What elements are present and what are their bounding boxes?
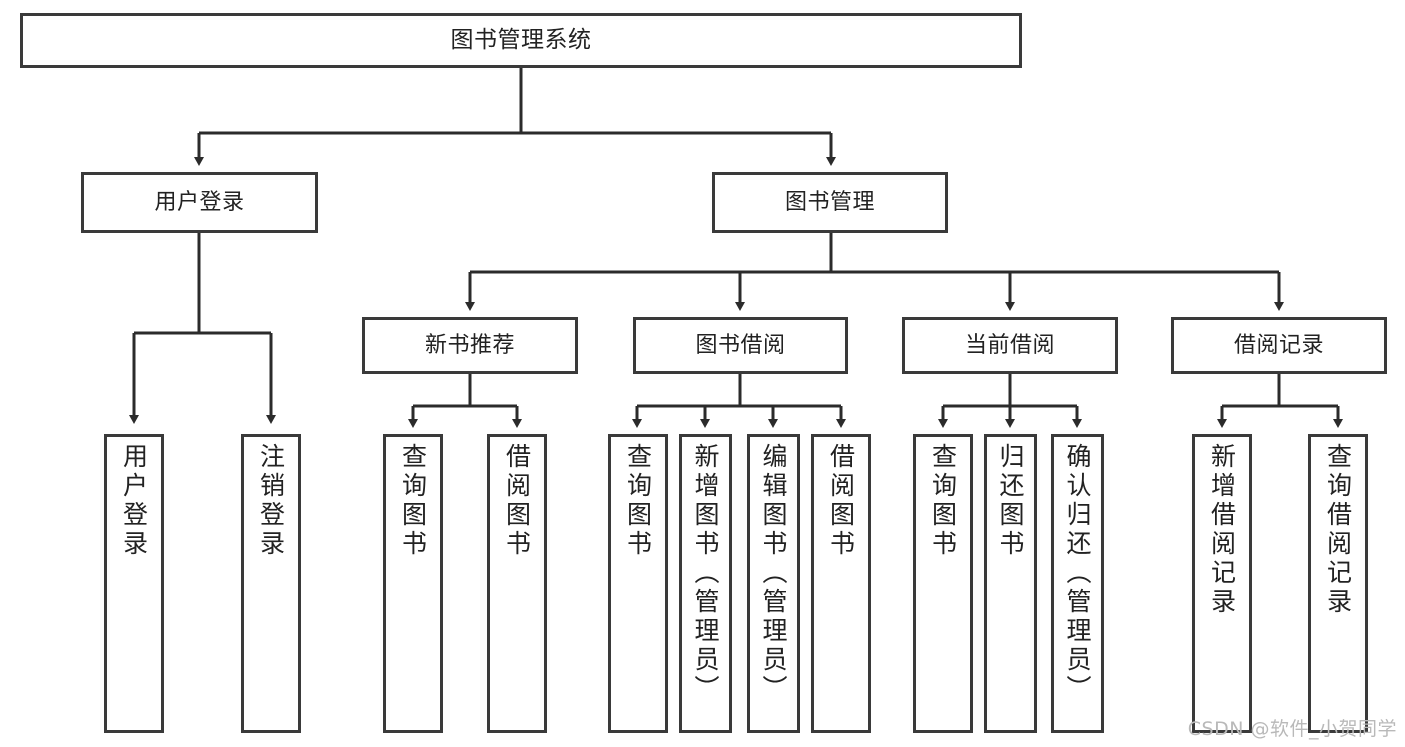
leaf-current-query-books[interactable]: 查询图书 bbox=[913, 434, 973, 733]
leaf-new-book-query-books[interactable]: 查询图书 bbox=[383, 434, 443, 733]
leaf-record-query-borrow-record[interactable]: 查询借阅记录 bbox=[1308, 434, 1368, 733]
node-label: 编辑图书（管理员） bbox=[759, 443, 788, 704]
node-label: 查询图书 bbox=[398, 443, 428, 559]
node-label: 查询图书 bbox=[623, 443, 653, 559]
node-label: 新增图书（管理员） bbox=[691, 443, 720, 704]
node-label: 查询借阅记录 bbox=[1323, 443, 1353, 617]
leaf-borrow-add-book-admin[interactable]: 新增图书（管理员） bbox=[679, 434, 732, 733]
node-label: 用户登录 bbox=[154, 189, 245, 215]
node-label: 新书推荐 bbox=[424, 332, 515, 358]
leaf-user-login-logout[interactable]: 注销登录 bbox=[241, 434, 301, 733]
leaf-borrow-query-books[interactable]: 查询图书 bbox=[608, 434, 668, 733]
watermark-csdn: CSDN @软件_小贺同学 bbox=[1187, 718, 1397, 740]
node-label: 图书管理系统 bbox=[450, 27, 592, 54]
leaf-new-book-borrow-books[interactable]: 借阅图书 bbox=[487, 434, 547, 733]
node-borrow-record[interactable]: 借阅记录 bbox=[1171, 317, 1387, 374]
node-label: 图书管理 bbox=[784, 189, 875, 215]
leaf-borrow-borrow-books[interactable]: 借阅图书 bbox=[811, 434, 871, 733]
node-user-login[interactable]: 用户登录 bbox=[81, 172, 318, 233]
leaf-current-return-books[interactable]: 归还图书 bbox=[984, 434, 1037, 733]
node-book-management[interactable]: 图书管理 bbox=[712, 172, 948, 233]
node-label: 借阅图书 bbox=[502, 443, 532, 559]
node-label: 用户登录 bbox=[119, 443, 149, 559]
node-current-borrow[interactable]: 当前借阅 bbox=[902, 317, 1118, 374]
node-label: 图书借阅 bbox=[695, 332, 786, 358]
node-label: 确认归还（管理员） bbox=[1063, 443, 1092, 704]
node-label: 借阅图书 bbox=[826, 443, 856, 559]
node-label: 当前借阅 bbox=[964, 332, 1055, 358]
node-new-book-recommend[interactable]: 新书推荐 bbox=[362, 317, 578, 374]
node-label: 新增借阅记录 bbox=[1207, 443, 1237, 617]
leaf-current-confirm-return-admin[interactable]: 确认归还（管理员） bbox=[1051, 434, 1104, 733]
node-label: 归还图书 bbox=[996, 443, 1025, 559]
leaf-record-add-borrow-record[interactable]: 新增借阅记录 bbox=[1192, 434, 1252, 733]
node-label: 查询图书 bbox=[928, 443, 958, 559]
leaf-borrow-edit-book-admin[interactable]: 编辑图书（管理员） bbox=[747, 434, 800, 733]
node-book-borrow[interactable]: 图书借阅 bbox=[633, 317, 848, 374]
node-root-book-management-system[interactable]: 图书管理系统 bbox=[20, 13, 1022, 68]
node-label: 注销登录 bbox=[256, 443, 286, 559]
node-label: 借阅记录 bbox=[1233, 332, 1324, 358]
leaf-user-login-login[interactable]: 用户登录 bbox=[104, 434, 164, 733]
